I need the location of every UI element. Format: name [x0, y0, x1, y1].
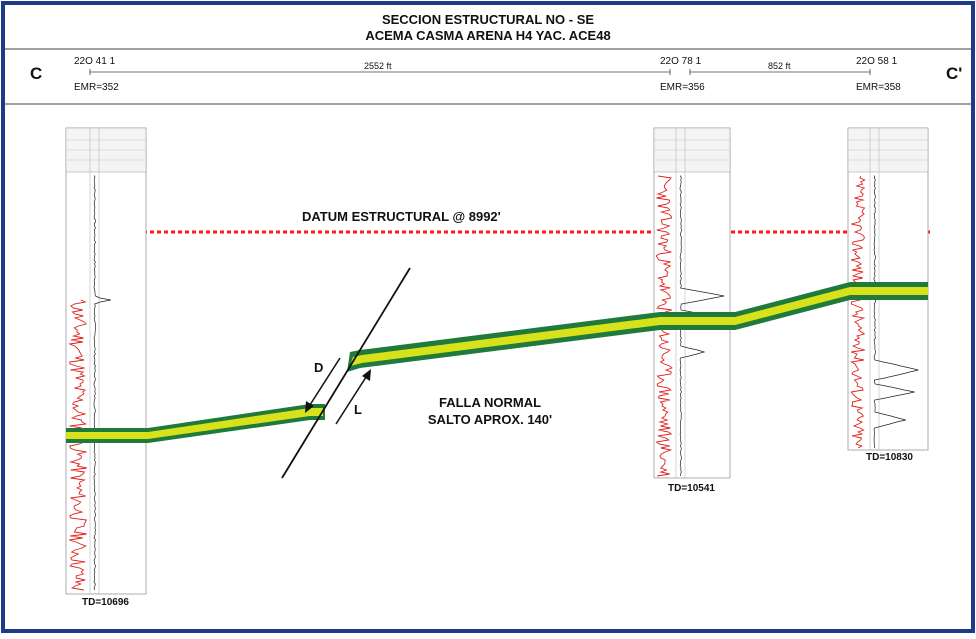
distance-dimension-2 [689, 69, 871, 75]
resistivity-log-3 [873, 175, 919, 449]
well-log-track-2 [653, 127, 731, 479]
well-name-3: 22O 58 1 [856, 56, 898, 67]
distance-dimension-1 [89, 69, 671, 75]
well-name-1: 22O 41 1 [74, 56, 116, 67]
fault-label-throw: SALTO APROX. 140' [427, 412, 553, 427]
section-title: SECCION ESTRUCTURAL NO - SE [381, 12, 595, 27]
sand-layer-right-core [350, 287, 928, 366]
distance-label-1: 2552 ft [364, 61, 392, 71]
well-log-track-1 [65, 127, 147, 595]
well-name-2: 22O 78 1 [660, 56, 702, 67]
datum-label: DATUM ESTRUCTURAL @ 8992' [302, 209, 501, 224]
fault-label-type: FALLA NORMAL [438, 395, 542, 410]
section-start-label: C [30, 64, 43, 83]
sand-layer-left-core [66, 408, 323, 439]
distance-label-2: 852 ft [768, 61, 791, 71]
gamma-ray-log-1 [67, 299, 88, 591]
fault-up-arrow [335, 369, 371, 425]
gamma-ray-log-3 [850, 175, 866, 449]
section-end-label: C' [946, 64, 963, 83]
section-subtitle: ACEMA CASMA ARENA H4 YAC. ACE48 [365, 28, 611, 43]
fault-down-label: D [314, 360, 324, 375]
well-td-2: TD=10541 [668, 483, 715, 494]
well-emr-3: EMR=358 [856, 82, 901, 93]
well-emr-1: EMR=352 [74, 82, 119, 93]
fault-line [281, 267, 411, 479]
fault-up-label: L [354, 402, 362, 417]
well-td-3: TD=10830 [866, 452, 913, 463]
well-td-1: TD=10696 [82, 597, 129, 608]
well-emr-2: EMR=356 [660, 82, 705, 93]
fault-down-arrow [305, 357, 341, 413]
resistivity-log-1 [93, 175, 111, 591]
